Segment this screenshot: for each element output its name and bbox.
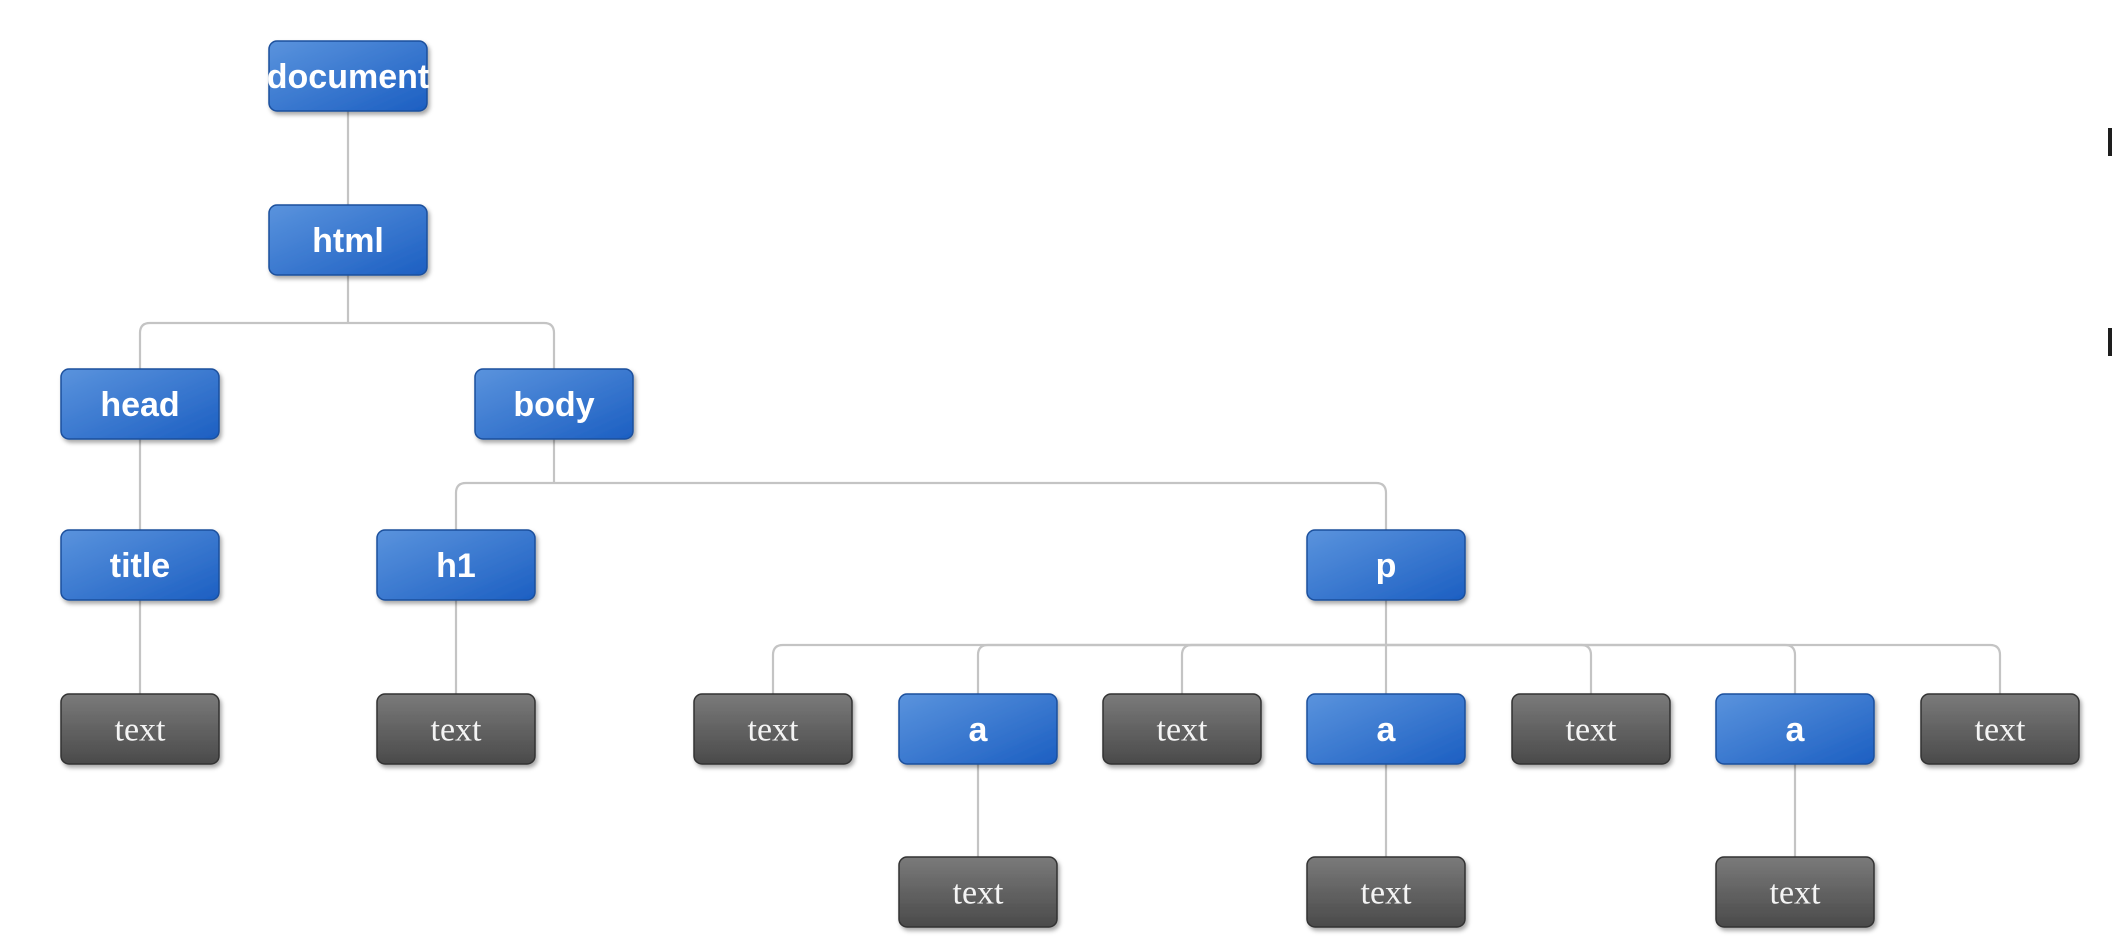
edge-p-p_text_2 (1180, 643, 1386, 694)
node-a-3-text: text (1715, 856, 1875, 928)
element-node-box (268, 204, 428, 276)
node-a-2: a (1306, 693, 1466, 765)
node-label: text (1566, 712, 1618, 749)
node-label: head (100, 386, 179, 424)
element-node-box (60, 368, 220, 440)
node-label: a (969, 711, 989, 749)
node-a-1: a (898, 693, 1058, 765)
connector-lines (138, 111, 2002, 857)
node-label: title (110, 547, 170, 585)
element-node-box (376, 529, 536, 601)
node-label: text (1975, 712, 2027, 749)
node-label: text (115, 712, 167, 749)
node-label: text (431, 712, 483, 749)
node-h1-text: text (376, 693, 536, 765)
text-node-box (1715, 856, 1875, 928)
text-node-box (693, 693, 853, 765)
node-html: html (268, 204, 428, 276)
node-label: text (953, 875, 1005, 912)
text-node-box (1102, 693, 1262, 765)
element-node-box (1306, 693, 1466, 765)
node-head: head (60, 368, 220, 440)
edge-body-p (554, 481, 1388, 530)
node-p-text-2: text (1102, 693, 1262, 765)
node-boxes: document html head body title text h1 text p text… (60, 40, 2080, 928)
node-a-1-text: text (898, 856, 1058, 928)
element-node-box (60, 529, 220, 601)
text-node-box (60, 693, 220, 765)
node-label: html (312, 222, 384, 260)
right-edge-mark-top (2108, 128, 2112, 156)
node-label: a (1377, 711, 1397, 749)
node-h1: h1 (376, 529, 536, 601)
node-label: a (1786, 711, 1806, 749)
text-node-box (1306, 856, 1466, 928)
text-node-box (898, 856, 1058, 928)
node-p-text-4: text (1920, 693, 2080, 765)
node-document: document (267, 40, 429, 112)
text-node-box (1920, 693, 2080, 765)
node-a-3: a (1715, 693, 1875, 765)
edge-p-a_1 (976, 643, 1386, 694)
right-edge-mark-bottom (2108, 328, 2112, 356)
edge-p-p_text_3 (1386, 643, 1593, 694)
node-a-2-text: text (1306, 856, 1466, 928)
node-p-text-3: text (1511, 693, 1671, 765)
node-label: body (513, 386, 594, 424)
node-label: document (267, 58, 429, 96)
node-label: text (1361, 875, 1413, 912)
node-p: p (1306, 529, 1466, 601)
element-node-box (1715, 693, 1875, 765)
edge-body-h1 (454, 481, 554, 530)
node-p-text-1: text (693, 693, 853, 765)
node-label: text (748, 712, 800, 749)
node-label: text (1770, 875, 1822, 912)
text-node-box (1511, 693, 1671, 765)
node-label: p (1376, 547, 1397, 585)
edge-p-p_text_4 (1386, 643, 2002, 694)
edge-p-p_text_1 (771, 643, 1386, 694)
element-node-box (474, 368, 634, 440)
node-title: title (60, 529, 220, 601)
element-node-box (898, 693, 1058, 765)
element-node-box (1306, 529, 1466, 601)
node-label: h1 (436, 547, 476, 585)
element-node-box (268, 40, 428, 112)
edge-html-head (138, 321, 348, 369)
edge-html-body (348, 321, 556, 369)
node-label: text (1157, 712, 1209, 749)
node-title-text: text (60, 693, 220, 765)
node-body: body (474, 368, 634, 440)
text-node-box (376, 693, 536, 765)
